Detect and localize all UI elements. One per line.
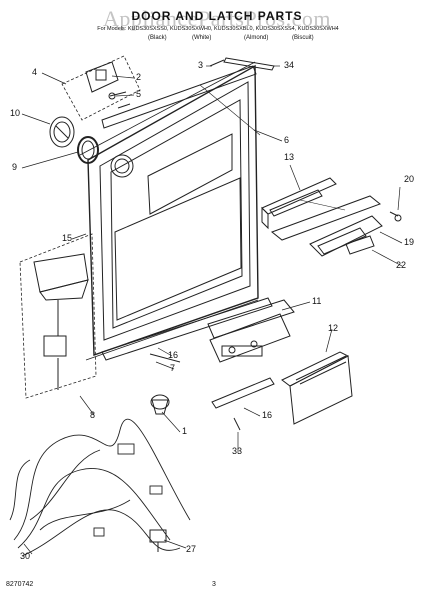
bottom-trim [101,297,273,363]
callout-12: 12 [328,323,339,333]
top-trim [101,65,261,136]
callout-27: 27 [186,544,197,554]
callout-16-lower: 16 [262,410,273,420]
callout-5: 5 [136,89,142,99]
control-panel [281,351,353,425]
latch-cover [270,195,402,257]
latch-hook-assembly [61,55,141,121]
callout-8: 8 [90,410,96,420]
callout-13: 13 [284,152,295,162]
connector [149,529,167,552]
callout-19: 19 [404,237,415,247]
watermark: AppliancePartsPros.com [103,6,331,31]
page-number: 3 [212,581,216,588]
callout-15: 15 [62,233,73,243]
callout-9: 9 [12,162,18,172]
leader-lines [21,65,403,555]
screw-and-rail-top [209,57,275,71]
callout-6: 6 [284,135,290,145]
color-label-white: (White) [192,35,212,41]
latch-assembly [207,299,295,363]
color-label-biscuit: (Biscuit) [292,35,314,41]
wire-harness [9,418,191,557]
callout-20: 20 [404,174,415,184]
callout-16-upper: 16 [168,350,179,360]
callout-3: 3 [198,60,204,70]
callout-10: 10 [10,108,21,118]
dispenser-assembly [19,233,97,399]
lower-bar [211,377,275,431]
diagram-code: 8270742 [6,581,34,588]
vent-parts [49,116,99,164]
callout-34: 34 [284,60,295,70]
callout-1: 1 [182,426,188,436]
callout-7: 7 [170,363,176,373]
diagram-title: DOOR AND LATCH PARTS [131,9,303,23]
callout-22: 22 [396,260,407,270]
callout-2: 2 [136,72,142,82]
callout-30: 30 [20,551,31,561]
callout-11: 11 [312,296,322,306]
knob [150,394,170,415]
color-label-almond: (Almond) [244,35,269,41]
color-label-black: (Black) [148,35,167,41]
model-numbers: For Models: KUDS30SXSS0, KUDS30SXWH0, KU… [97,26,339,32]
callout-33: 33 [232,446,243,456]
door-panel [79,61,259,361]
callout-4: 4 [32,67,38,77]
